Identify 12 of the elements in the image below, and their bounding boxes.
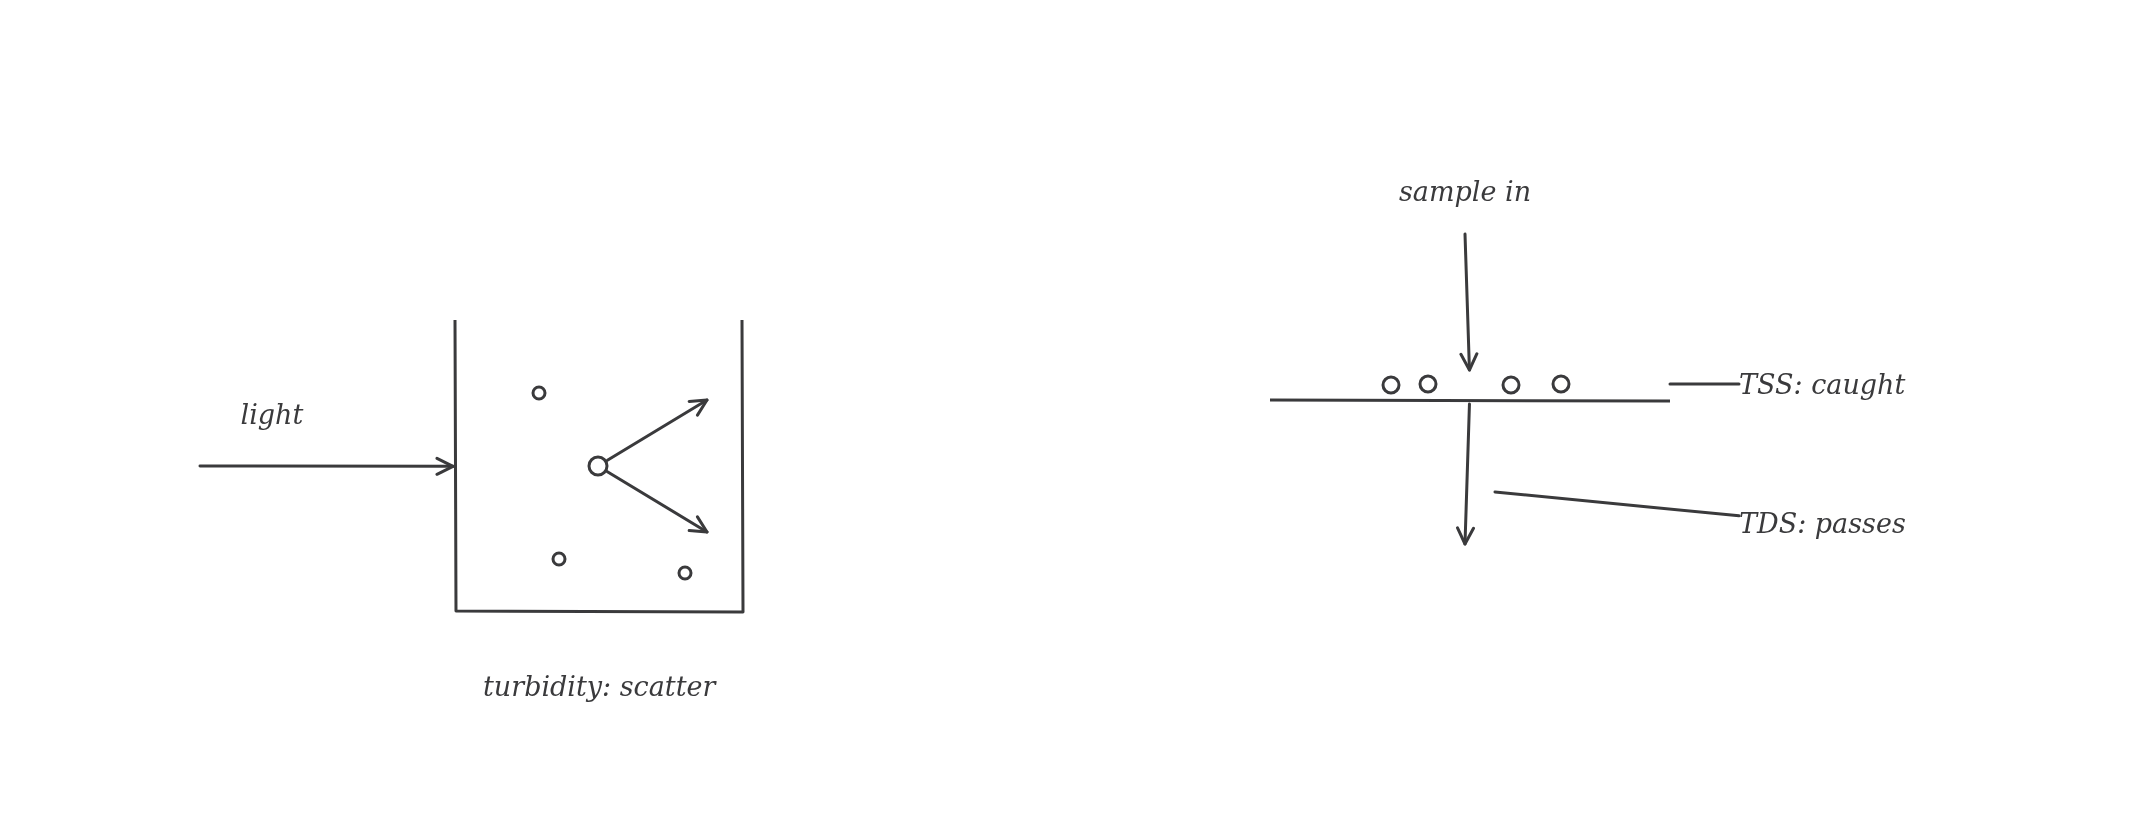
beaker-drawing	[453, 320, 745, 613]
arrow	[605, 470, 709, 534]
particle-circle	[587, 455, 609, 477]
annotation-text: TDS: passes	[1739, 506, 1906, 542]
leader-line	[1668, 382, 1741, 386]
arrow	[198, 456, 455, 476]
node-label: turbidity: scatter	[483, 670, 716, 704]
annotation-text: TSS: caught	[1739, 367, 1906, 403]
arrow	[1456, 402, 1475, 546]
arrow	[605, 398, 709, 462]
arrow	[1459, 232, 1479, 372]
leader-line	[1493, 490, 1741, 518]
